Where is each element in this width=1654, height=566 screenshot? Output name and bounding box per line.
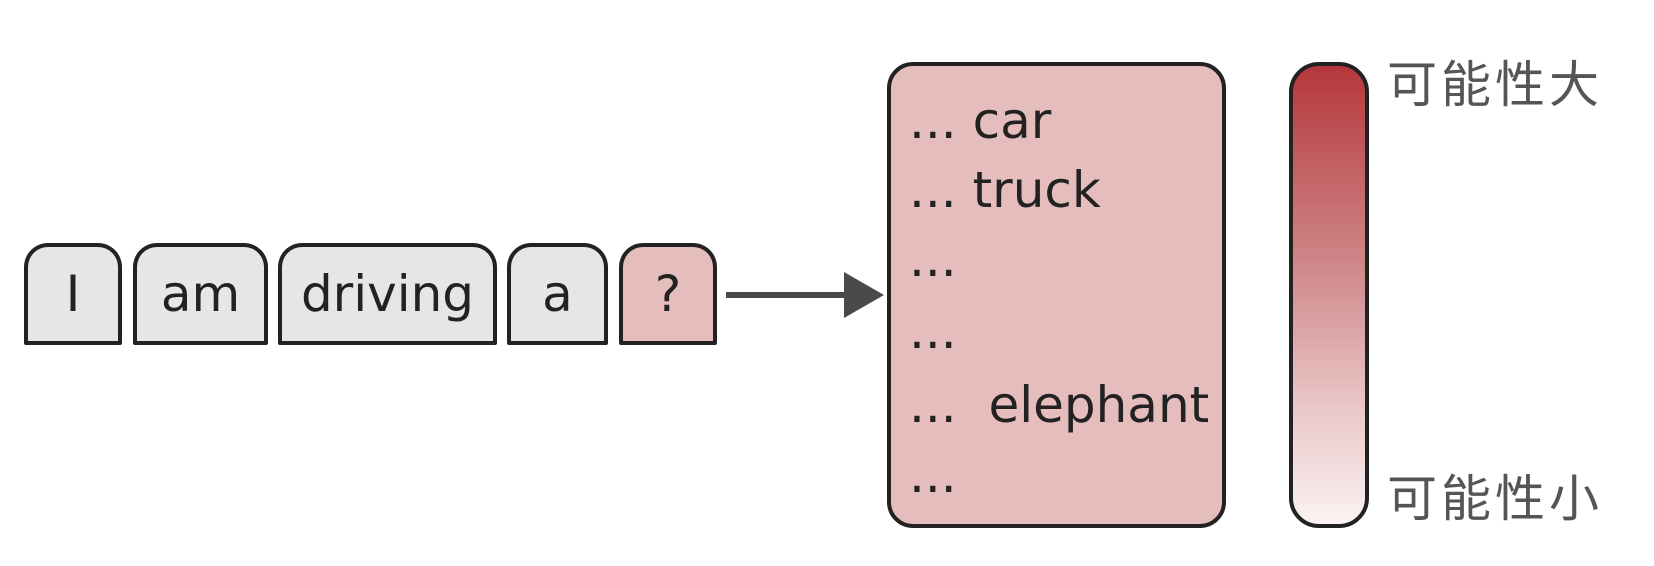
candidate-item: ... [909,302,957,360]
arrow-head [844,272,884,318]
likelihood-low-label: 可能性小 [1387,470,1603,528]
token-i: I [24,243,122,345]
token-label: driving [300,265,475,323]
token-label: ? [654,265,682,323]
token-label: a [542,265,573,323]
likelihood-gradient-bar [1289,62,1369,528]
candidate-item: ... [909,230,957,288]
token-driving: driving [278,243,497,345]
candidate-panel: ... car ... truck ... ... ... elephant .… [887,62,1226,528]
candidate-item: ... truck [909,161,1101,219]
candidate-item: ... car [909,92,1052,150]
candidate-item: ... elephant [909,376,1210,434]
token-am: am [133,243,268,345]
token-label: am [160,265,241,323]
likelihood-high-label: 可能性大 [1387,56,1603,114]
candidate-item: ... [909,446,957,504]
arrow-shaft [726,292,850,298]
token-a: a [507,243,608,345]
token-label: I [65,265,81,323]
token-masked: ? [619,243,717,345]
